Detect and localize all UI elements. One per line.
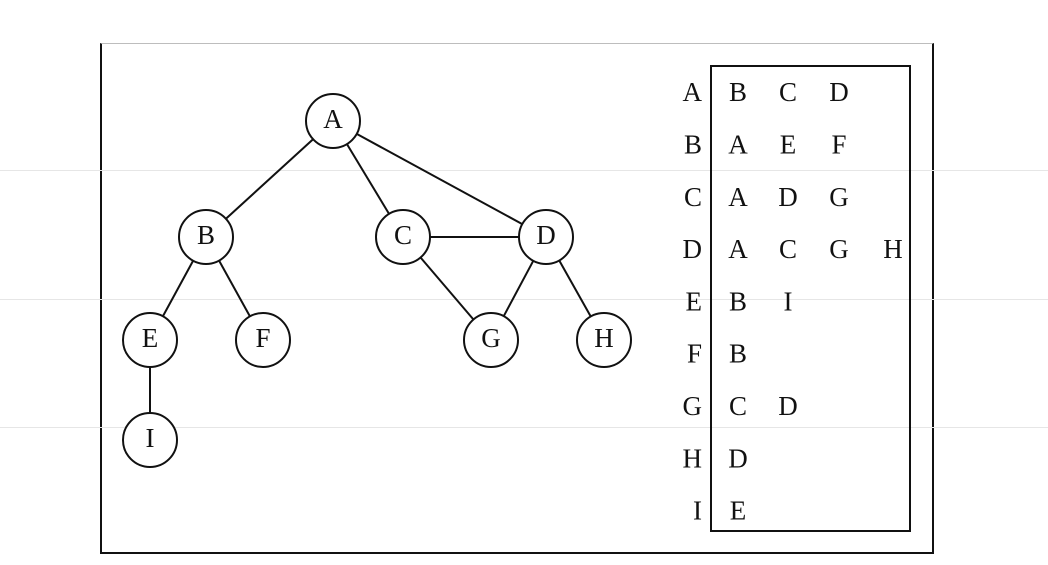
node-circle [122,412,178,468]
node-label: A [323,104,343,134]
node-G: G [463,312,519,368]
adjacency-vertex: F [687,339,702,369]
adjacency-neighbor: D [829,77,849,107]
adjacency-vertex: I [693,496,702,526]
edge-A-C [346,143,390,215]
edge-C-G [419,256,475,321]
adjacency-neighbor: I [784,286,793,316]
node-label: H [594,323,614,353]
adjacency-neighbor: G [829,182,849,212]
adjacency-neighbor: D [778,391,798,421]
edges-layer [149,133,592,413]
node-label: E [142,323,159,353]
adjacency-neighbor: H [883,234,903,264]
node-label: D [536,220,556,250]
adjacency-neighbor: F [831,130,846,160]
node-circle [178,209,234,265]
scan-line [0,427,1048,428]
adjacency-box [710,65,911,532]
edge-A-D [356,133,523,225]
adjacency-vertex: G [683,391,703,421]
edge-B-F [218,260,251,317]
edge-D-G [502,260,535,317]
adjacency-vertex: A [683,77,703,107]
node-label: F [255,323,270,353]
adjacency-neighbor: C [779,234,797,264]
edge-A-B [225,138,314,220]
adjacency-neighbor: D [778,182,798,212]
node-label: G [481,323,501,353]
node-F: F [235,312,291,368]
node-label: I [146,423,155,453]
node-C: C [375,209,431,265]
adjacency-neighbor: C [779,77,797,107]
adjacency-neighbor: B [729,77,747,107]
adjacency-neighbor: A [728,130,748,160]
node-circle [235,312,291,368]
node-I: I [122,412,178,468]
adjacency-neighbor: D [728,443,748,473]
adjacency-neighbor: B [729,286,747,316]
edge-B-E [162,260,194,317]
node-circle [305,93,361,149]
scan-line [0,299,1048,300]
node-circle [518,209,574,265]
adjacency-neighbor: C [729,391,747,421]
adjacency-vertex: C [684,182,702,212]
adjacency-vertex: E [686,286,703,316]
node-label: B [197,220,215,250]
adjacency-vertex: B [684,130,702,160]
node-D: D [518,209,574,265]
adjacency-neighbor: B [729,339,747,369]
adjacency-neighbor: E [730,496,747,526]
node-circle [463,312,519,368]
node-circle [375,209,431,265]
node-H: H [576,312,632,368]
node-A: A [305,93,361,149]
node-B: B [178,209,234,265]
adjacency-vertex: H [683,443,703,473]
adjacency-neighbor: G [829,234,849,264]
node-circle [122,312,178,368]
adjacency-neighbor: E [780,130,797,160]
edge-D-H [558,260,592,317]
node-circle [576,312,632,368]
nodes-layer: A B C D E F G H I [122,93,632,468]
adjacency-neighbor: A [728,234,748,264]
node-label: C [394,220,412,250]
adjacency-vertex: D [683,234,703,264]
node-E: E [122,312,178,368]
scan-line [0,170,1048,171]
adjacency-neighbor: A [728,182,748,212]
